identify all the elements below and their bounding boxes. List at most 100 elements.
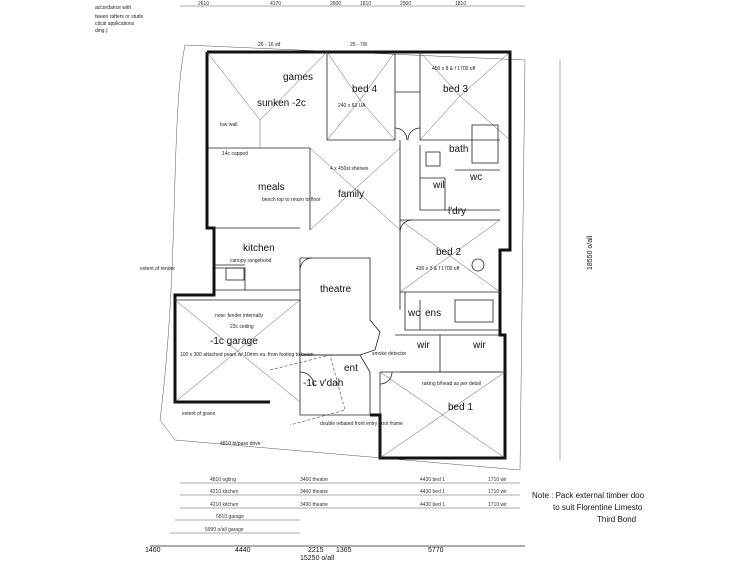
room-label-games: games xyxy=(283,72,313,83)
note-garage-beam: 100 x 300 attached pears w/ 10mm ea. fro… xyxy=(180,352,314,358)
header-note-2: tween rafters or studs xyxy=(95,14,144,20)
note-doors-ent: double rebated front entry door frame xyxy=(320,421,403,427)
bottom-seg-3: 2215 xyxy=(308,547,324,554)
bottom-dim-3-4: 1710 wir xyxy=(488,502,507,508)
outer-wall-west xyxy=(173,52,270,404)
room-label-ldry: l'dry xyxy=(448,206,466,217)
note-extent-grano: extent of grano xyxy=(182,411,216,417)
outer-wall-east xyxy=(207,50,512,460)
bottom-dim-4-1: 5810 garage xyxy=(216,514,244,520)
door-bed3 xyxy=(407,127,421,141)
wall-ens xyxy=(404,292,500,331)
note-garage-ceiling: 23c ceiling xyxy=(230,324,254,330)
room-label-wc: wc xyxy=(469,172,482,183)
bottom-dim-5-1: 5990 o/all garage xyxy=(205,527,244,533)
top-dim-4: 1810 xyxy=(360,1,371,7)
note-bed1: raking b/head as per detail xyxy=(422,381,481,387)
bath-tub xyxy=(471,124,499,164)
bottom-dim-1-2: 3460 theatre xyxy=(300,477,328,483)
room-label-vdah: -1c v'dah xyxy=(303,378,343,389)
bottom-dim-3-2: 3490 theatre xyxy=(300,502,328,508)
note-canopy: canopy rangehood xyxy=(230,258,272,264)
bed1-hip-lines xyxy=(379,371,506,459)
bottom-seg-4: 1365 xyxy=(336,547,352,554)
note-bench-top: bench top to return to floor xyxy=(262,197,321,203)
room-label-bath: bath xyxy=(449,144,468,155)
bottom-seg-1: 1460 xyxy=(145,547,161,554)
note-bipass-door: 4810 bi/pass drive xyxy=(220,441,261,447)
top-dim-3: 2600 xyxy=(330,1,341,7)
room-label-ens: ens xyxy=(425,308,441,319)
note-line-2: to suit Florentine Limesto xyxy=(553,503,643,512)
room-label-kitchen: kitchen xyxy=(243,243,275,254)
bed4-hip-lines xyxy=(326,51,396,141)
vdah-outline xyxy=(269,354,346,426)
note-bed2-dim: 430 x 3 & f 1700 off xyxy=(416,266,460,272)
header-note-1: accordance with xyxy=(95,5,131,11)
bottom-dim-3-1: 4210 kitchen xyxy=(210,502,239,508)
bottom-dim-3-3: 4430 bed 1 xyxy=(420,502,445,508)
room-label-sunken: sunken -2c xyxy=(257,98,306,109)
bottom-dim-2-1: 4210 kitchen xyxy=(210,489,239,495)
note-extent-render: extent of render xyxy=(140,266,175,272)
note-bed3-dim: 450 x 8 & f 1700 off xyxy=(432,66,476,72)
wall-bed4 xyxy=(326,52,396,141)
wall-entry xyxy=(299,354,371,416)
bed2-hip-lines xyxy=(399,219,501,293)
door-theatre xyxy=(299,257,313,271)
wall-games-meals xyxy=(207,147,311,230)
note-timber: note: fender internally xyxy=(215,313,264,319)
wall-theatre xyxy=(299,257,381,356)
note-family: 4 x 450sl shelves xyxy=(330,166,369,172)
ens-shower xyxy=(454,299,494,323)
garage-hip-lines xyxy=(174,299,301,403)
bottom-dim-1-1: 4810 ogling xyxy=(210,477,236,483)
bottom-dim-2-3: 4430 bed 1 xyxy=(420,489,445,495)
top-dim-1: 2610 xyxy=(198,1,209,7)
bottom-seg-5: 5770 xyxy=(428,547,444,554)
bottom-seg-2: 4440 xyxy=(235,547,251,554)
overall-depth: 18550 o/all xyxy=(587,235,594,270)
wall-laundry xyxy=(399,140,500,310)
note-vdah: smoke detector xyxy=(372,351,407,357)
bottom-dim-2-4: 1710 wir xyxy=(488,489,507,495)
top-dim-2: 4170 xyxy=(270,1,281,7)
header-note-4: ding.) xyxy=(95,28,108,34)
bottom-dim-1-3: 4430 bed 1 xyxy=(420,477,445,483)
family-hip-lines xyxy=(309,147,401,231)
header-note-3: ctical applications xyxy=(95,21,135,27)
wall-bed1 xyxy=(379,371,505,458)
door-bed1 xyxy=(379,371,393,385)
room-label-wc-ens: wc xyxy=(407,308,420,319)
room-label-bed4: bed 4 xyxy=(352,84,377,95)
note-line-1: Note : Pack external timber doo xyxy=(532,491,645,500)
bath-vanity xyxy=(425,151,441,167)
door-entry xyxy=(299,371,315,387)
room-label-family: family xyxy=(338,189,364,200)
note-ceiling-bed4: 25 - 7/8 xyxy=(350,42,367,48)
top-dim-6: 1810 xyxy=(455,1,466,7)
room-label-theatre: theatre xyxy=(320,284,352,295)
bottom-dim-1-4: 1710 wir xyxy=(488,477,507,483)
bed2-fixture xyxy=(471,258,485,272)
wall-wir-bed4 xyxy=(395,52,421,140)
top-dim-5: 2900 xyxy=(400,1,411,7)
wall-bath xyxy=(419,139,500,211)
room-label-ent: ent xyxy=(344,363,358,374)
room-label-garage: -1c garage xyxy=(210,336,258,347)
room-label-bed3: bed 3 xyxy=(443,84,468,95)
games-hip-lines xyxy=(206,51,328,148)
note-low-wall: low wall xyxy=(220,122,238,128)
overall-width: 15250 o/all xyxy=(300,555,335,562)
door-bed2 xyxy=(399,219,413,233)
room-label-wir-1: wir xyxy=(416,340,430,351)
room-label-bed2: bed 2 xyxy=(436,247,461,258)
note-capped-wall: 14c capped xyxy=(222,151,248,157)
bottom-dim-2-2: 3460 theatre xyxy=(300,489,328,495)
room-label-meals: meals xyxy=(258,182,285,193)
wall-kitchen xyxy=(214,227,300,291)
kitchen-bench xyxy=(215,267,246,290)
note-line-3: Third Bond xyxy=(597,515,636,524)
stove-top xyxy=(225,267,245,281)
